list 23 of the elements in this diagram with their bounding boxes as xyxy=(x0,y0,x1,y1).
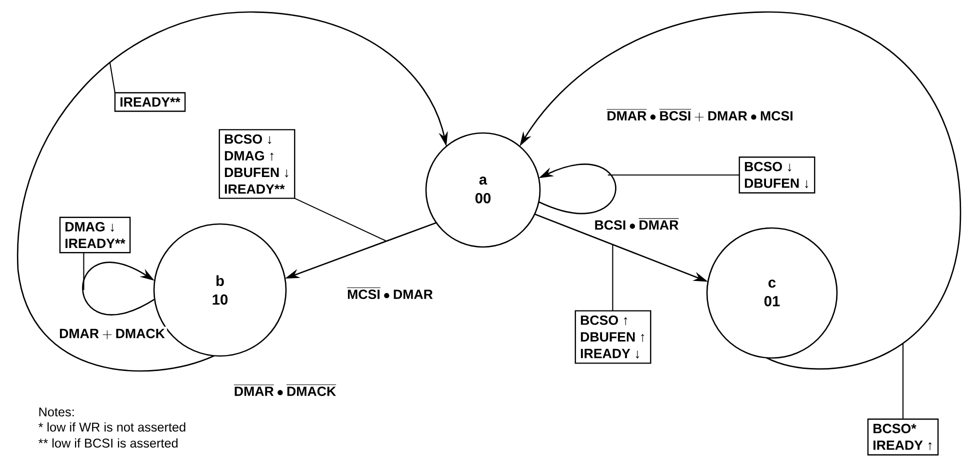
action-box: BCSO ↓ DBUFEN ↓ xyxy=(738,156,816,194)
leader-line xyxy=(902,343,904,420)
edge-label: $\overline{\mbox{DMAR}} \bullet \overline{\mbox{BCSI}} + \mbox{DMAR} \bullet \mbox{MCSI}$ xyxy=(604,106,796,124)
action-box: BCSO ↓ DMAG ↑ DBUFEN ↓ IREADY** xyxy=(218,129,296,199)
action-box: DMAG ↓ IREADY** xyxy=(59,216,131,254)
leader-line xyxy=(109,62,116,93)
leader-line xyxy=(608,174,740,176)
transition-arrow xyxy=(17,11,448,372)
leader-line xyxy=(83,252,84,290)
action-box: IREADY** xyxy=(114,92,186,112)
self-loop-arrow xyxy=(82,262,155,316)
self-loop-arrow xyxy=(538,164,616,214)
note-text: ** low if BCSI is asserted xyxy=(38,438,178,448)
leader-line xyxy=(612,244,614,311)
action-box: BCSO ↑ DBUFEN ↑ IREADY ↓ xyxy=(574,310,652,364)
notes-heading: Notes: xyxy=(39,408,74,416)
edge-label: $\mbox{BCSI} \bullet \overline{\mbox{DMAR}}$ xyxy=(592,216,681,232)
edge-label: $\overline{\mbox{DMAR}} \bullet \overline{\mbox{DMACK}}$ xyxy=(232,382,338,398)
leader-line xyxy=(294,198,387,242)
edge-label: $\overline{\mbox{MCSI}} \bullet \mbox{DMAR}$ xyxy=(345,284,435,302)
action-box: BCSO* IREADY ↑ xyxy=(867,418,939,456)
edge-label: $\mbox{DMAR} + \mbox{DMACK}$ xyxy=(57,326,167,342)
note-text: * low if WR is not asserted xyxy=(38,422,186,432)
